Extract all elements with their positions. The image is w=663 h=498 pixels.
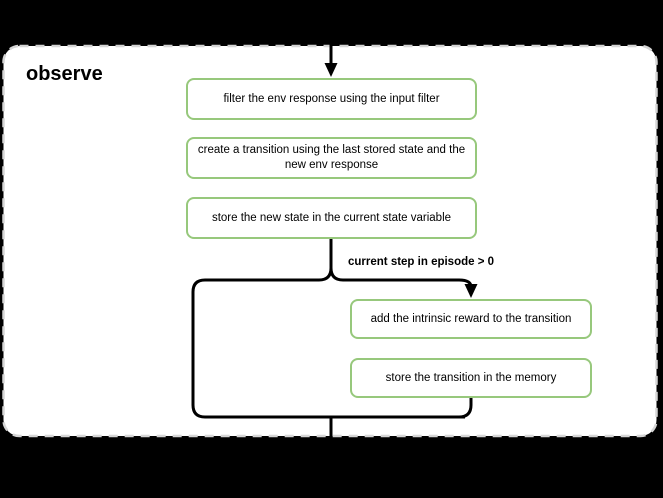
- node-store-new-state: store the new state in the current state…: [186, 197, 477, 239]
- node-label: create a transition using the last store…: [197, 144, 466, 171]
- branch-right-connector: [329, 267, 473, 288]
- group-title-observe: observe: [26, 63, 103, 85]
- node-filter-env-response: filter the env response using the input …: [186, 78, 477, 120]
- branch-arrowhead-icon: [464, 284, 478, 298]
- node-label: filter the env response using the input …: [223, 92, 440, 105]
- node-add-intrinsic-reward: add the intrinsic reward to the transiti…: [350, 299, 592, 339]
- condition-label: current step in episode > 0: [348, 256, 495, 268]
- node-store-transition: store the transition in the memory: [350, 358, 592, 398]
- node-label: store the transition in the memory: [385, 371, 557, 384]
- entry-arrowhead-icon: [324, 63, 338, 77]
- store-transition-exit-connector: [340, 397, 473, 419]
- node-label: store the new state in the current state…: [211, 211, 452, 224]
- node-create-transition: create a transition using the last store…: [186, 137, 477, 179]
- bypass-connector: [191, 239, 465, 419]
- node-label: add the intrinsic reward to the transiti…: [370, 312, 572, 325]
